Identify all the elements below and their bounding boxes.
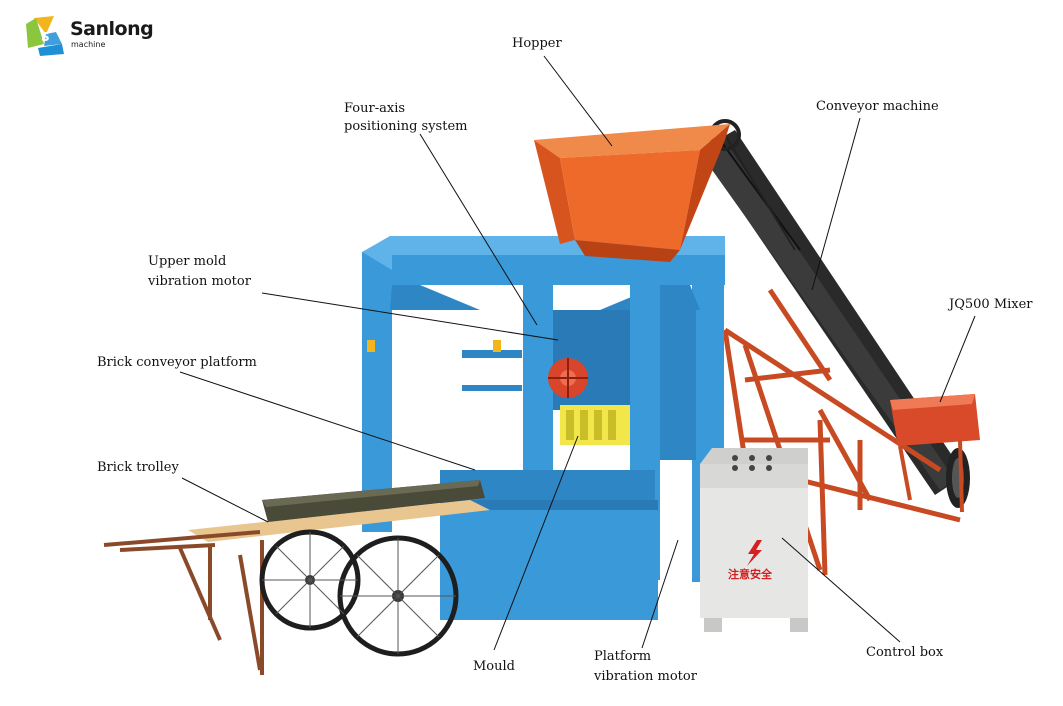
- brand-name: Sanlong: [70, 18, 154, 40]
- leader-upper-mold: [261, 292, 559, 341]
- label-conveyor-machine: Conveyor machine: [816, 99, 939, 114]
- label-control-box: Control box: [866, 645, 944, 660]
- sanlong-logo: S Sanlong machine: [24, 14, 164, 58]
- leader-control-box: [781, 537, 901, 643]
- leader-trolley: [181, 477, 269, 523]
- label-brick-trolley: Brick trolley: [97, 460, 179, 475]
- leader-mould: [493, 435, 579, 651]
- control-box-sign: 注意安全: [728, 567, 773, 581]
- label-platform-motor-line2: vibration motor: [594, 669, 697, 684]
- label-platform-motor-line1: Platform: [594, 649, 652, 664]
- sanlong-logo-icon: S: [26, 16, 64, 56]
- svg-text:S: S: [41, 30, 50, 44]
- leader-lines: [179, 55, 976, 651]
- leader-platform-motor: [641, 539, 679, 649]
- brand-tagline: machine: [71, 40, 106, 49]
- upper-mold-vibration-motor: [548, 358, 588, 398]
- leader-hopper: [543, 55, 613, 147]
- leader-mixer: [939, 315, 976, 403]
- leader-brick-conveyor: [179, 371, 476, 471]
- label-four-axis-line2: positioning system: [344, 119, 468, 134]
- leader-four-axis: [419, 133, 538, 326]
- mould: [560, 405, 630, 445]
- brick-trolley: [103, 480, 490, 675]
- label-four-axis-line1: Four-axis: [344, 101, 406, 116]
- label-jq500-mixer: JQ500 Mixer: [949, 297, 1033, 312]
- label-brick-conveyor-platform: Brick conveyor platform: [97, 355, 257, 370]
- label-upper-mold-line2: vibration motor: [148, 274, 251, 289]
- label-hopper: Hopper: [512, 36, 562, 51]
- label-mould: Mould: [473, 659, 515, 674]
- leader-conveyor: [811, 117, 861, 291]
- control-box: 注意安全: [700, 448, 808, 632]
- jq500-mixer: [890, 394, 980, 513]
- hopper: [534, 124, 730, 262]
- label-upper-mold-line1: Upper mold: [148, 254, 227, 269]
